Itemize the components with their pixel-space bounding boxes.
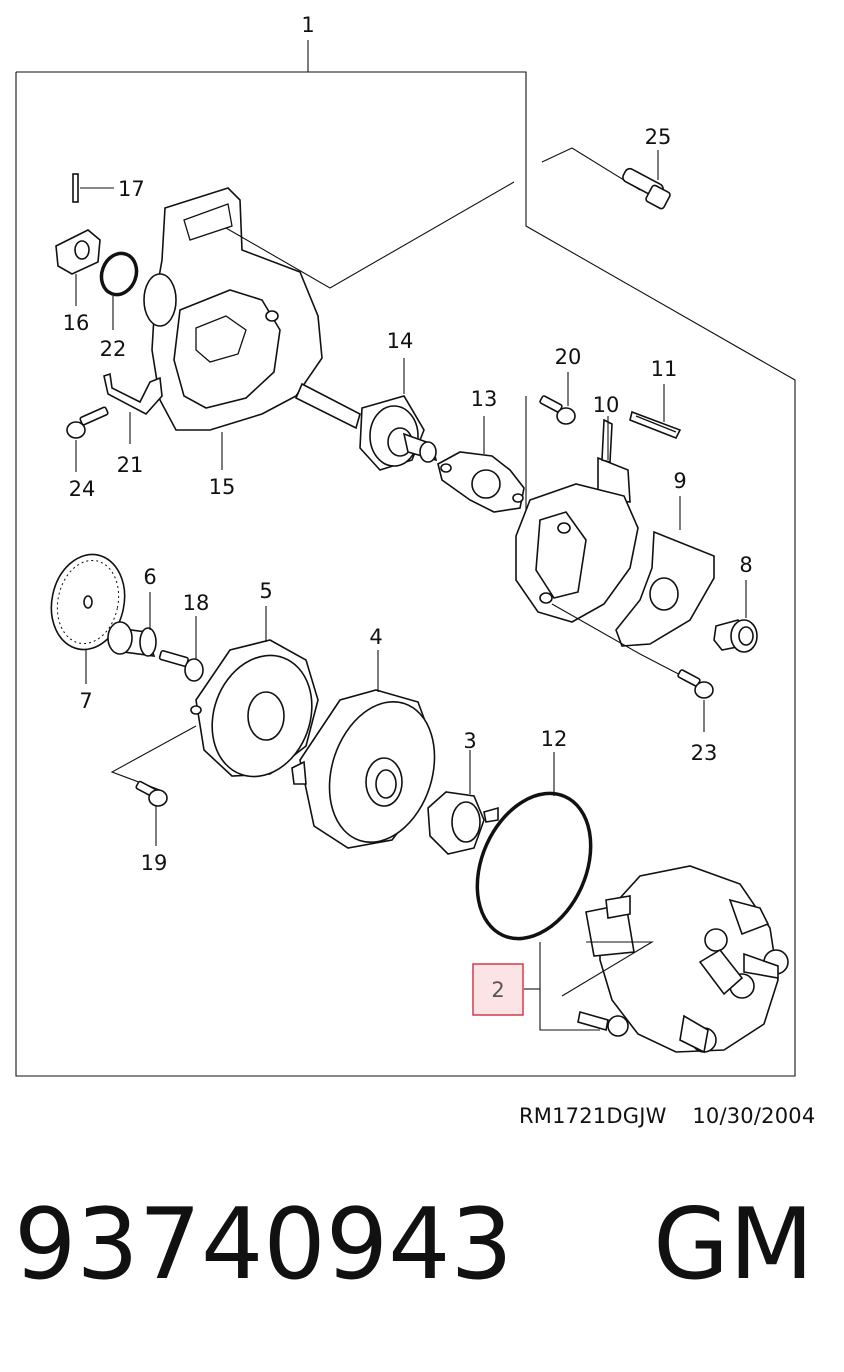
callout-23[interactable]: 23 xyxy=(691,741,718,765)
part-3-rotor[interactable]: 3 xyxy=(427,729,499,855)
part-15-housing[interactable]: 15 xyxy=(143,181,515,499)
part-18-screw[interactable]: 18 xyxy=(158,591,210,682)
callout-3[interactable]: 3 xyxy=(463,729,476,753)
callout-7[interactable]: 7 xyxy=(79,689,92,713)
callout-10[interactable]: 10 xyxy=(593,393,620,417)
part-2-distributor-cap[interactable] xyxy=(524,865,789,1054)
callout-1[interactable]: 1 xyxy=(301,13,314,37)
callout-15[interactable]: 15 xyxy=(209,475,236,499)
part-11-wire[interactable]: 11 xyxy=(629,357,682,440)
part-20-screw[interactable]: 20 xyxy=(525,345,582,521)
drawing-code: RM1721DGJW xyxy=(519,1104,667,1128)
part-number: 93740943 xyxy=(14,1188,513,1302)
callout-9[interactable]: 9 xyxy=(673,469,686,493)
part-24-screw[interactable]: 24 xyxy=(66,406,109,501)
callout-2: 2 xyxy=(491,978,504,1002)
callout-6[interactable]: 6 xyxy=(143,565,156,589)
part-14-shaft[interactable]: 14 xyxy=(294,329,438,471)
part-23-screw[interactable]: 23 xyxy=(551,603,718,765)
callout-14[interactable]: 14 xyxy=(387,329,414,353)
callout-4[interactable]: 4 xyxy=(369,625,382,649)
callout-12[interactable]: 12 xyxy=(541,727,568,751)
callout-13[interactable]: 13 xyxy=(471,387,498,411)
callout-18[interactable]: 18 xyxy=(183,591,210,615)
callout-25[interactable]: 25 xyxy=(645,125,672,149)
callout-19[interactable]: 19 xyxy=(141,851,168,875)
part-5-cover[interactable]: 5 xyxy=(190,579,328,791)
callout-16[interactable]: 16 xyxy=(63,311,90,335)
callout-2-selected[interactable]: 2 xyxy=(472,963,524,1016)
callout-22[interactable]: 22 xyxy=(100,337,127,361)
callout-8[interactable]: 8 xyxy=(739,553,752,577)
part-12-oring[interactable]: 12 xyxy=(456,727,613,957)
part-8-bushing[interactable]: 8 xyxy=(713,553,758,653)
part-13-gasket[interactable]: 13 xyxy=(437,387,525,513)
part-17-pin[interactable]: 17 xyxy=(72,173,145,203)
part-16-clip[interactable]: 16 xyxy=(55,229,101,335)
callout-5[interactable]: 5 xyxy=(259,579,272,603)
callout-11[interactable]: 11 xyxy=(651,357,678,381)
callout-21[interactable]: 21 xyxy=(117,453,144,477)
drawing-reference: RM1721DGJW 10/30/2004 xyxy=(519,1104,815,1128)
part-4-rotor-cap[interactable]: 4 xyxy=(291,625,452,856)
part-21-bracket[interactable]: 21 xyxy=(103,372,163,477)
part-19-screw[interactable]: 19 xyxy=(110,725,197,875)
part-22-oring[interactable]: 22 xyxy=(96,248,142,361)
part-number-line: 93740943 GM xyxy=(14,1196,814,1294)
assembly-frame: 1 xyxy=(15,13,796,1077)
part-9-pickup-module[interactable]: 9 xyxy=(515,469,715,647)
callout-17[interactable]: 17 xyxy=(118,177,145,201)
drawing-date: 10/30/2004 xyxy=(692,1104,816,1128)
part-10-connector[interactable]: 10 xyxy=(593,393,631,503)
callout-24[interactable]: 24 xyxy=(69,477,96,501)
callout-20[interactable]: 20 xyxy=(555,345,582,369)
brand: GM xyxy=(653,1188,814,1302)
part-25-bolt[interactable]: 25 xyxy=(541,125,672,210)
part-6-spacer[interactable]: 6 xyxy=(107,565,157,657)
part-7-disc[interactable]: 7 xyxy=(43,548,133,713)
